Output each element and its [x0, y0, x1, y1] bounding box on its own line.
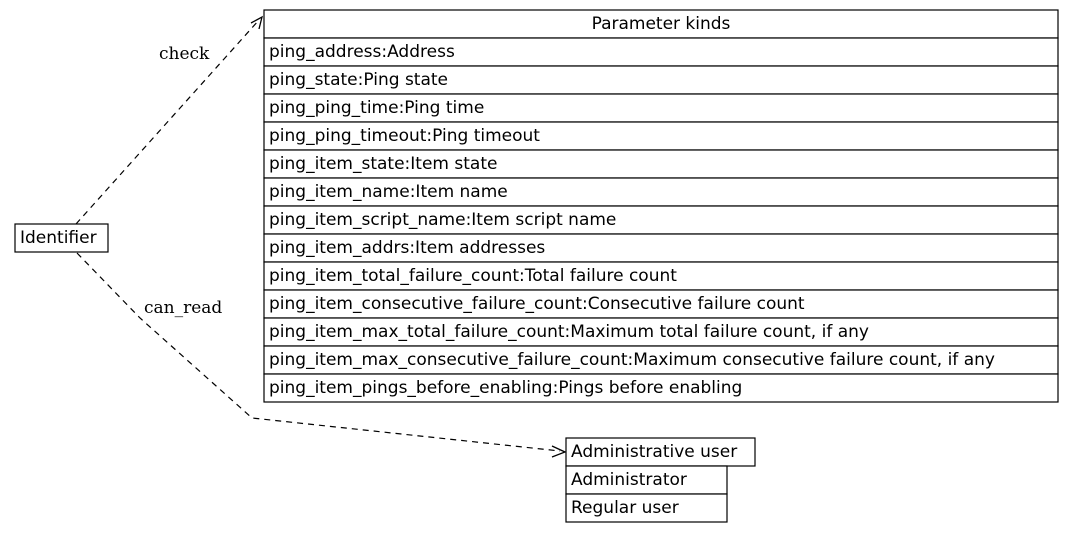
parameter-kinds-row-cell: [263, 149, 1059, 179]
edge-can-read-arrowhead-icon: [551, 445, 567, 458]
parameter-kinds-row-cell: [263, 261, 1059, 291]
parameter-kinds-row: ping_item_name:Item name: [269, 182, 508, 202]
node-parameter-kinds[interactable]: Parameter kinds ping_address:Address ping_…: [263, 9, 1059, 403]
edge-can-read: can_read: [76, 252, 567, 458]
edge-check-line: [75, 19, 260, 225]
parameter-kinds-row: ping_item_script_name:Item script name: [269, 210, 616, 230]
parameter-kinds-row-cell: [263, 233, 1059, 263]
administrative-user-row-cell: [565, 493, 728, 523]
parameter-kinds-row-cell: [263, 121, 1059, 151]
edge-can-read-line: [76, 252, 561, 452]
edge-check-label: check: [159, 44, 210, 64]
node-identifier-label: Identifier: [20, 228, 97, 248]
parameter-kinds-row: ping_item_pings_before_enabling:Pings be…: [269, 378, 742, 398]
parameter-kinds-row-cell: [263, 93, 1059, 123]
administrative-user-row: Administrator: [571, 470, 687, 490]
parameter-kinds-row-cell: [263, 289, 1059, 319]
parameter-kinds-row-cell: [263, 177, 1059, 207]
parameter-kinds-row: ping_ping_timeout:Ping timeout: [269, 126, 540, 146]
parameter-kinds-row: ping_item_max_consecutive_failure_count:…: [269, 350, 995, 370]
node-administrative-user[interactable]: Administrative userAdministratorRegular …: [565, 437, 756, 523]
parameter-kinds-row-cell: [263, 317, 1059, 347]
parameter-kinds-row-cell: [263, 65, 1059, 95]
parameter-kinds-row: ping_item_max_total_failure_count:Maximu…: [269, 322, 869, 342]
administrative-user-row: Regular user: [571, 498, 679, 518]
administrative-user-row-cell: [565, 465, 728, 495]
parameter-kinds-row-cell: [263, 345, 1059, 375]
parameter-kinds-row: ping_ping_time:Ping time: [269, 98, 484, 118]
node-identifier-box: [14, 223, 109, 253]
parameter-kinds-row-cell: [263, 373, 1059, 403]
parameter-kinds-row-cell: [263, 37, 1059, 67]
parameter-kinds-row: ping_address:Address: [269, 42, 455, 62]
edge-check-arrowhead-icon: [250, 15, 263, 30]
parameter-kinds-title: Parameter kinds: [592, 14, 731, 34]
parameter-kinds-row: ping_state:Ping state: [269, 70, 448, 90]
parameter-kinds-row-cell: [263, 205, 1059, 235]
parameter-kinds-row: ping_item_consecutive_failure_count:Cons…: [269, 294, 805, 314]
edge-check: check: [75, 15, 263, 225]
parameter-kinds-row: ping_item_total_failure_count:Total fail…: [269, 266, 677, 286]
parameter-kinds-row: ping_item_addrs:Item addresses: [269, 238, 545, 258]
node-identifier[interactable]: Identifier: [14, 223, 109, 253]
administrative-user-title-cell: [565, 437, 756, 467]
edge-can-read-label: can_read: [144, 298, 222, 318]
administrative-user-title: Administrative user: [571, 442, 737, 462]
parameter-kinds-row: ping_item_state:Item state: [269, 154, 497, 174]
